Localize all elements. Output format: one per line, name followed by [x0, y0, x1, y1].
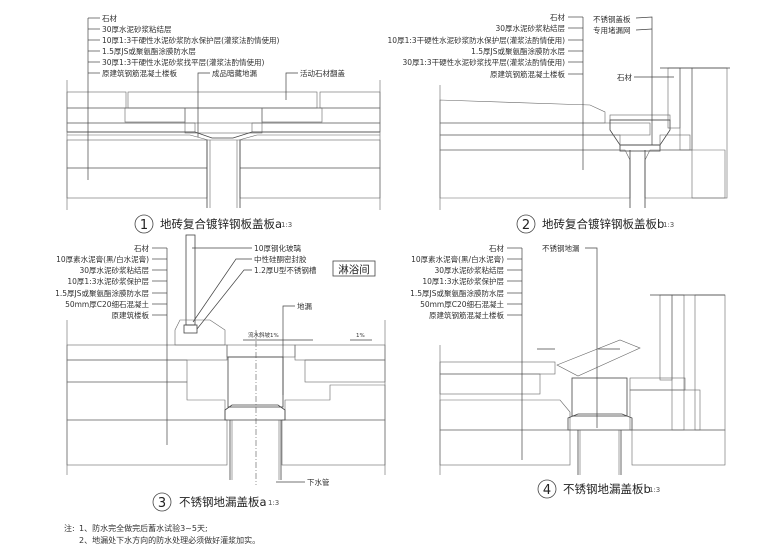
- callout-stainless-drain: 不锈钢地漏: [542, 243, 580, 253]
- figure-number: 3: [158, 496, 166, 511]
- concrete-slab-left: [66, 419, 228, 466]
- concrete-slab-left: [439, 429, 571, 466]
- label-c20-concrete: 50mm厚C20细石混凝土: [65, 299, 149, 309]
- callout-silicone-sealant: 中性硅酮密封胶: [254, 254, 307, 264]
- leader-labels-fig1: 石材 30厚水泥砂浆粘结层 10厚1:3干硬性水泥砂浆防水保护层(灌浆法酌情使用…: [88, 13, 280, 78]
- leveling-layer-right: [239, 139, 381, 169]
- room-label-box: [332, 260, 376, 277]
- callout-u-channel: 1.2厚U型不锈钢槽: [254, 265, 317, 275]
- label-stone: 石材: [550, 12, 565, 22]
- label-concrete-slab: 原建筑钢筋混凝土楼板: [429, 310, 504, 320]
- label-stone: 石材: [134, 243, 149, 253]
- callout-anti-clog-net: 专用堵漏网: [593, 25, 631, 35]
- room-label: 淋浴间: [338, 263, 370, 276]
- stone-flip-cover: [127, 91, 318, 109]
- leader-labels-fig3: 石材 10厚素水泥膏(黑/白水泥膏) 30厚水泥砂浆粘结层 10厚1:3水泥砂浆…: [55, 243, 167, 320]
- concrete-slab-right: [239, 167, 381, 199]
- figure-number: 4: [543, 483, 551, 498]
- leader-labels-fig2: 石材 30厚水泥砂浆粘结层 10厚1:3干硬性水泥砂浆防水保护层(灌浆法酌情使用…: [388, 12, 583, 79]
- figure-title: 不锈钢地漏盖板a: [179, 495, 267, 509]
- wall-stone: [659, 294, 673, 381]
- notes-prefix: 注:: [64, 523, 75, 533]
- figure-scale: 1:3: [649, 486, 660, 494]
- label-stone: 石材: [102, 13, 117, 23]
- mortar-bond-layer: [66, 107, 381, 124]
- floor-drain-body: [571, 377, 628, 417]
- floor-drain-body: [609, 119, 671, 146]
- concrete-slab-right: [281, 419, 386, 466]
- slope-label: 流水斜坡1%: [248, 331, 279, 339]
- note-1: 1、防水完全做完后蓄水试验3~5天;: [79, 523, 208, 533]
- label-protective-layer: 10厚1:3干硬性水泥砂浆防水保护层(灌浆法酌情使用): [388, 35, 566, 45]
- label-mortar-bond: 30厚水泥砂浆粘结层: [495, 23, 565, 33]
- callout-stone-flip-cover: 活动石材翻盖: [300, 68, 345, 78]
- concrete-slab-right: [631, 429, 726, 466]
- label-leveling-layer: 30厚1:3干硬性水泥砂浆找平层(灌浆法酌情使用): [102, 57, 265, 67]
- stone-threshold: [174, 319, 226, 346]
- u-channel: [183, 324, 198, 334]
- label-mortar-bond: 30厚水泥砂浆粘结层: [102, 24, 172, 34]
- callout-drain-pipe: 下水管: [307, 477, 330, 487]
- label-stone: 石材: [489, 243, 504, 253]
- figure-title: 地砖复合镀锌钢板盖板a: [160, 217, 282, 231]
- figure-1: 石材 30厚水泥砂浆粘结层 10厚1:3干硬性水泥砂浆防水保护层(灌浆法酌情使用…: [66, 13, 381, 234]
- figure-2: 石材 30厚水泥砂浆粘结层 10厚1:3干硬性水泥砂浆防水保护层(灌浆法酌情使用…: [388, 12, 730, 234]
- figure-number-circle: [134, 214, 154, 234]
- label-mortar-bond: 30厚水泥砂浆粘结层: [79, 265, 149, 275]
- callout-stone: 石材: [617, 72, 632, 82]
- label-waterproof-membrane: 1.5厚JS或聚氨酯涂膜防水层: [410, 288, 504, 298]
- concrete-slab-right: [644, 149, 726, 199]
- stone-layer-left: [66, 91, 127, 109]
- label-protective-layer: 10厚1:3水泥砂浆保护层: [67, 276, 149, 286]
- label-protective-layer: 10厚1:3干硬性水泥砂浆防水保护层(灌浆法酌情使用): [102, 35, 280, 45]
- callout-hidden-drain: 成品暗藏地漏: [212, 68, 257, 78]
- label-waterproof-membrane: 1.5厚JS或聚氨酯涂膜防水层: [102, 46, 196, 56]
- figure-3: 石材 10厚素水泥膏(黑/白水泥膏) 30厚水泥砂浆粘结层 10厚1:3水泥砂浆…: [55, 234, 386, 512]
- label-cement-paste: 10厚素水泥膏(黑/白水泥膏): [56, 254, 149, 264]
- stone-layer-right: [319, 91, 381, 109]
- callout-stainless-cover: 不锈钢盖板: [593, 14, 631, 24]
- stone-layer: [439, 99, 606, 124]
- figure-number: 1: [140, 218, 148, 233]
- callout-floor-drain: 地漏: [297, 301, 312, 311]
- label-original-slab: 原建筑楼板: [112, 310, 150, 320]
- tempered-glass: [185, 234, 196, 326]
- label-protective-layer: 10厚1:3水泥砂浆保护层: [422, 276, 504, 286]
- label-waterproof-membrane: 1.5厚JS或聚氨酯涂膜防水层: [471, 46, 565, 56]
- label-mortar-bond: 30厚水泥砂浆粘结层: [434, 265, 504, 275]
- structural-wall: [691, 67, 728, 199]
- figure-scale: 1:3: [268, 499, 279, 507]
- slope-label-small: 1%: [356, 333, 365, 339]
- stainless-cover: [609, 114, 671, 121]
- label-concrete-slab: 原建筑钢筋混凝土楼板: [102, 68, 177, 78]
- label-cement-paste: 10厚素水泥膏(黑/白水泥膏): [411, 254, 504, 264]
- figure-number: 2: [522, 218, 530, 233]
- tilted-grate-cover: [556, 339, 641, 377]
- figure-title: 不锈钢地漏盖板b: [563, 482, 651, 496]
- figure-title: 地砖复合镀锌钢板盖板b: [542, 217, 664, 231]
- figure-scale: 1:3: [663, 221, 674, 229]
- figure-4: 石材 10厚素水泥膏(黑/白水泥膏) 30厚水泥砂浆粘结层 10厚1:3水泥砂浆…: [410, 243, 726, 499]
- note-2: 2、地漏处下水方向的防水处理必须做好灌浆加实。: [79, 535, 260, 545]
- label-leveling-layer: 30厚1:3干硬性水泥砂浆找平层(灌浆法酌情使用): [403, 57, 566, 67]
- figure-scale: 1:3: [281, 221, 292, 229]
- label-concrete-slab: 原建筑钢筋混凝土楼板: [490, 69, 565, 79]
- label-c20-concrete: 50mm厚C20细石混凝土: [420, 299, 504, 309]
- concrete-slab-left: [439, 149, 631, 199]
- leader-labels-fig4: 石材 10厚素水泥膏(黑/白水泥膏) 30厚水泥砂浆粘结层 10厚1:3水泥砂浆…: [410, 243, 522, 320]
- notes: 注: 1、防水完全做完后蓄水试验3~5天; 2、地漏处下水方向的防水处理必须做好…: [64, 523, 260, 545]
- floor-drain-body: [227, 356, 284, 408]
- structural-wall: [694, 294, 726, 431]
- label-waterproof-membrane: 1.5厚JS或聚氨酯涂膜防水层: [55, 288, 149, 298]
- callout-tempered-glass: 10厚钢化玻璃: [254, 243, 302, 253]
